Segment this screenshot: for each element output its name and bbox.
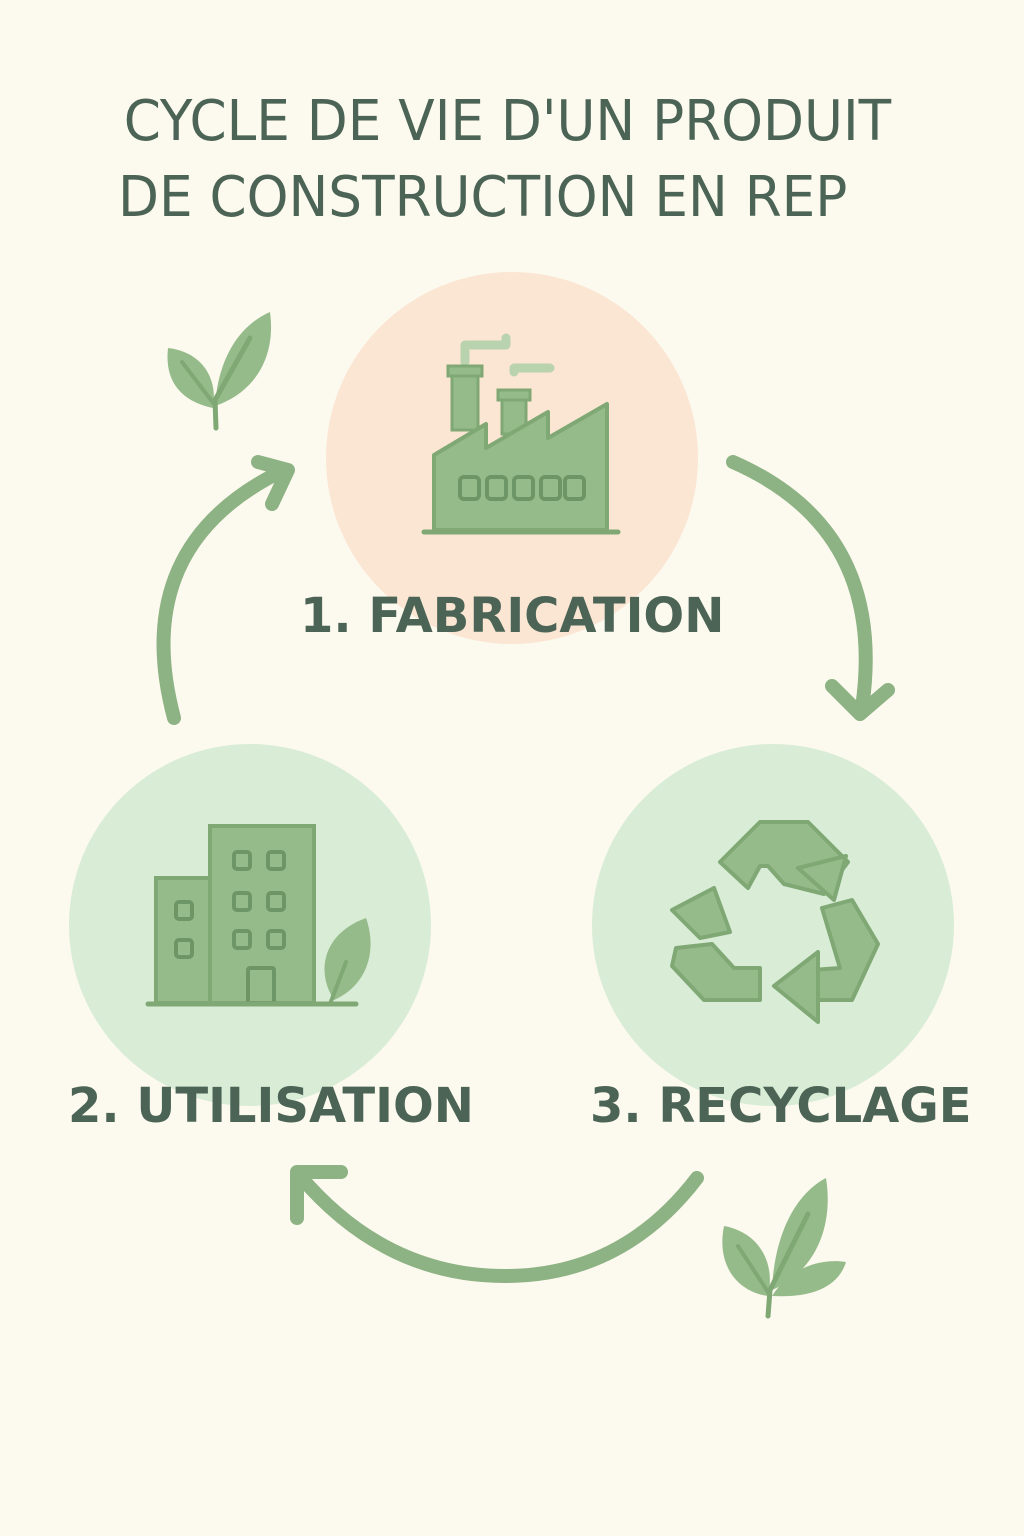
arrow-utilisation-to-fabrication: [156, 455, 295, 725]
arrow-recyclage-to-utilisation: [290, 1165, 704, 1283]
page-title: CYCLE DE VIE D'UN PRODUIT DE CONSTRUCTIO…: [118, 84, 954, 236]
recycle-icon: [670, 820, 880, 1024]
step-label-recyclage: 3. RECYCLAGE: [590, 1078, 972, 1134]
step-label-utilisation: 2. UTILISATION: [68, 1078, 474, 1134]
step-label-fabrication: 1. FABRICATION: [300, 588, 724, 644]
leaf-icon: [722, 1178, 846, 1319]
leaf-icon: [167, 312, 272, 431]
building-icon: [145, 824, 371, 1007]
factory-icon: [421, 333, 621, 535]
arrow-fabrication-to-recyclage: [726, 455, 895, 721]
title-line-2: DE CONSTRUCTION EN REP: [118, 165, 848, 230]
title-line-1: CYCLE DE VIE D'UN PRODUIT: [123, 89, 892, 154]
recyclage-circle: [592, 744, 954, 1106]
